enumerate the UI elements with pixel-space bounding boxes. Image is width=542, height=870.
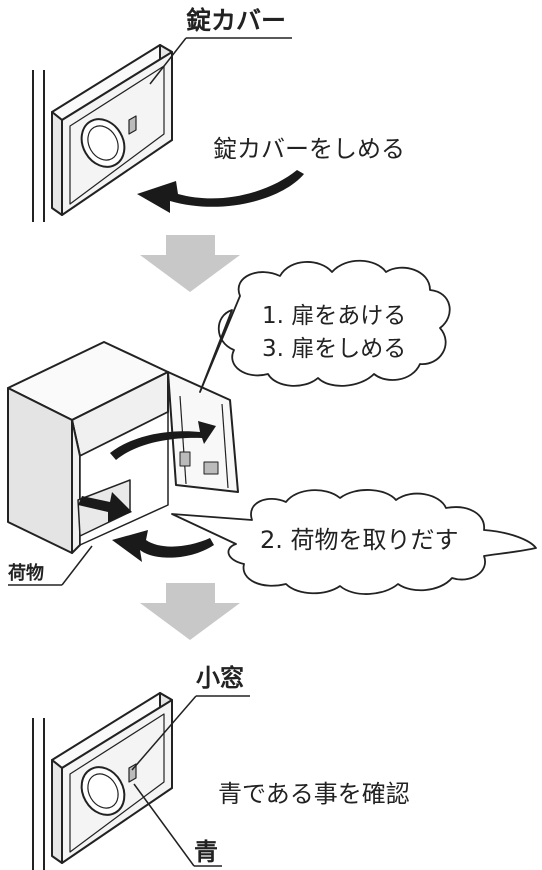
flow-arrow-down-1 xyxy=(140,235,240,292)
lock-cover-leader xyxy=(149,37,187,85)
close-lock-cover-text: 錠カバーをしめる xyxy=(213,135,405,163)
speech-bubble-parcel xyxy=(171,489,537,595)
blue-leader xyxy=(133,783,195,867)
return-arrow xyxy=(112,530,214,562)
window-leader xyxy=(131,695,197,771)
lock-cover-confirm-illustration xyxy=(51,692,173,864)
small-window-label: 小窓 xyxy=(196,664,244,692)
lock-cover-label: 錠カバー xyxy=(186,6,287,35)
lock-cover-illustration xyxy=(51,44,173,216)
open-door-arrow xyxy=(110,421,216,460)
take-out-arrow xyxy=(78,492,132,522)
blue-label: 青 xyxy=(194,838,218,866)
close-cover-arrow xyxy=(137,170,304,213)
parcel-label: 荷物 xyxy=(8,563,44,584)
flow-arrow-down-2 xyxy=(140,583,240,640)
confirm-blue-text: 青である事を確認 xyxy=(218,780,410,808)
step2-take-out-text: 2. 荷物を取りだす xyxy=(260,526,459,554)
speech-bubble-door xyxy=(199,259,451,393)
step3-close-door-text: 3. 扉をしめる xyxy=(262,336,407,362)
parcel-leader xyxy=(61,545,93,586)
wall-edge-bottom xyxy=(32,718,45,870)
step1-open-door-text: 1. 扉をあける xyxy=(262,303,407,329)
wall-edge-top xyxy=(32,70,45,222)
